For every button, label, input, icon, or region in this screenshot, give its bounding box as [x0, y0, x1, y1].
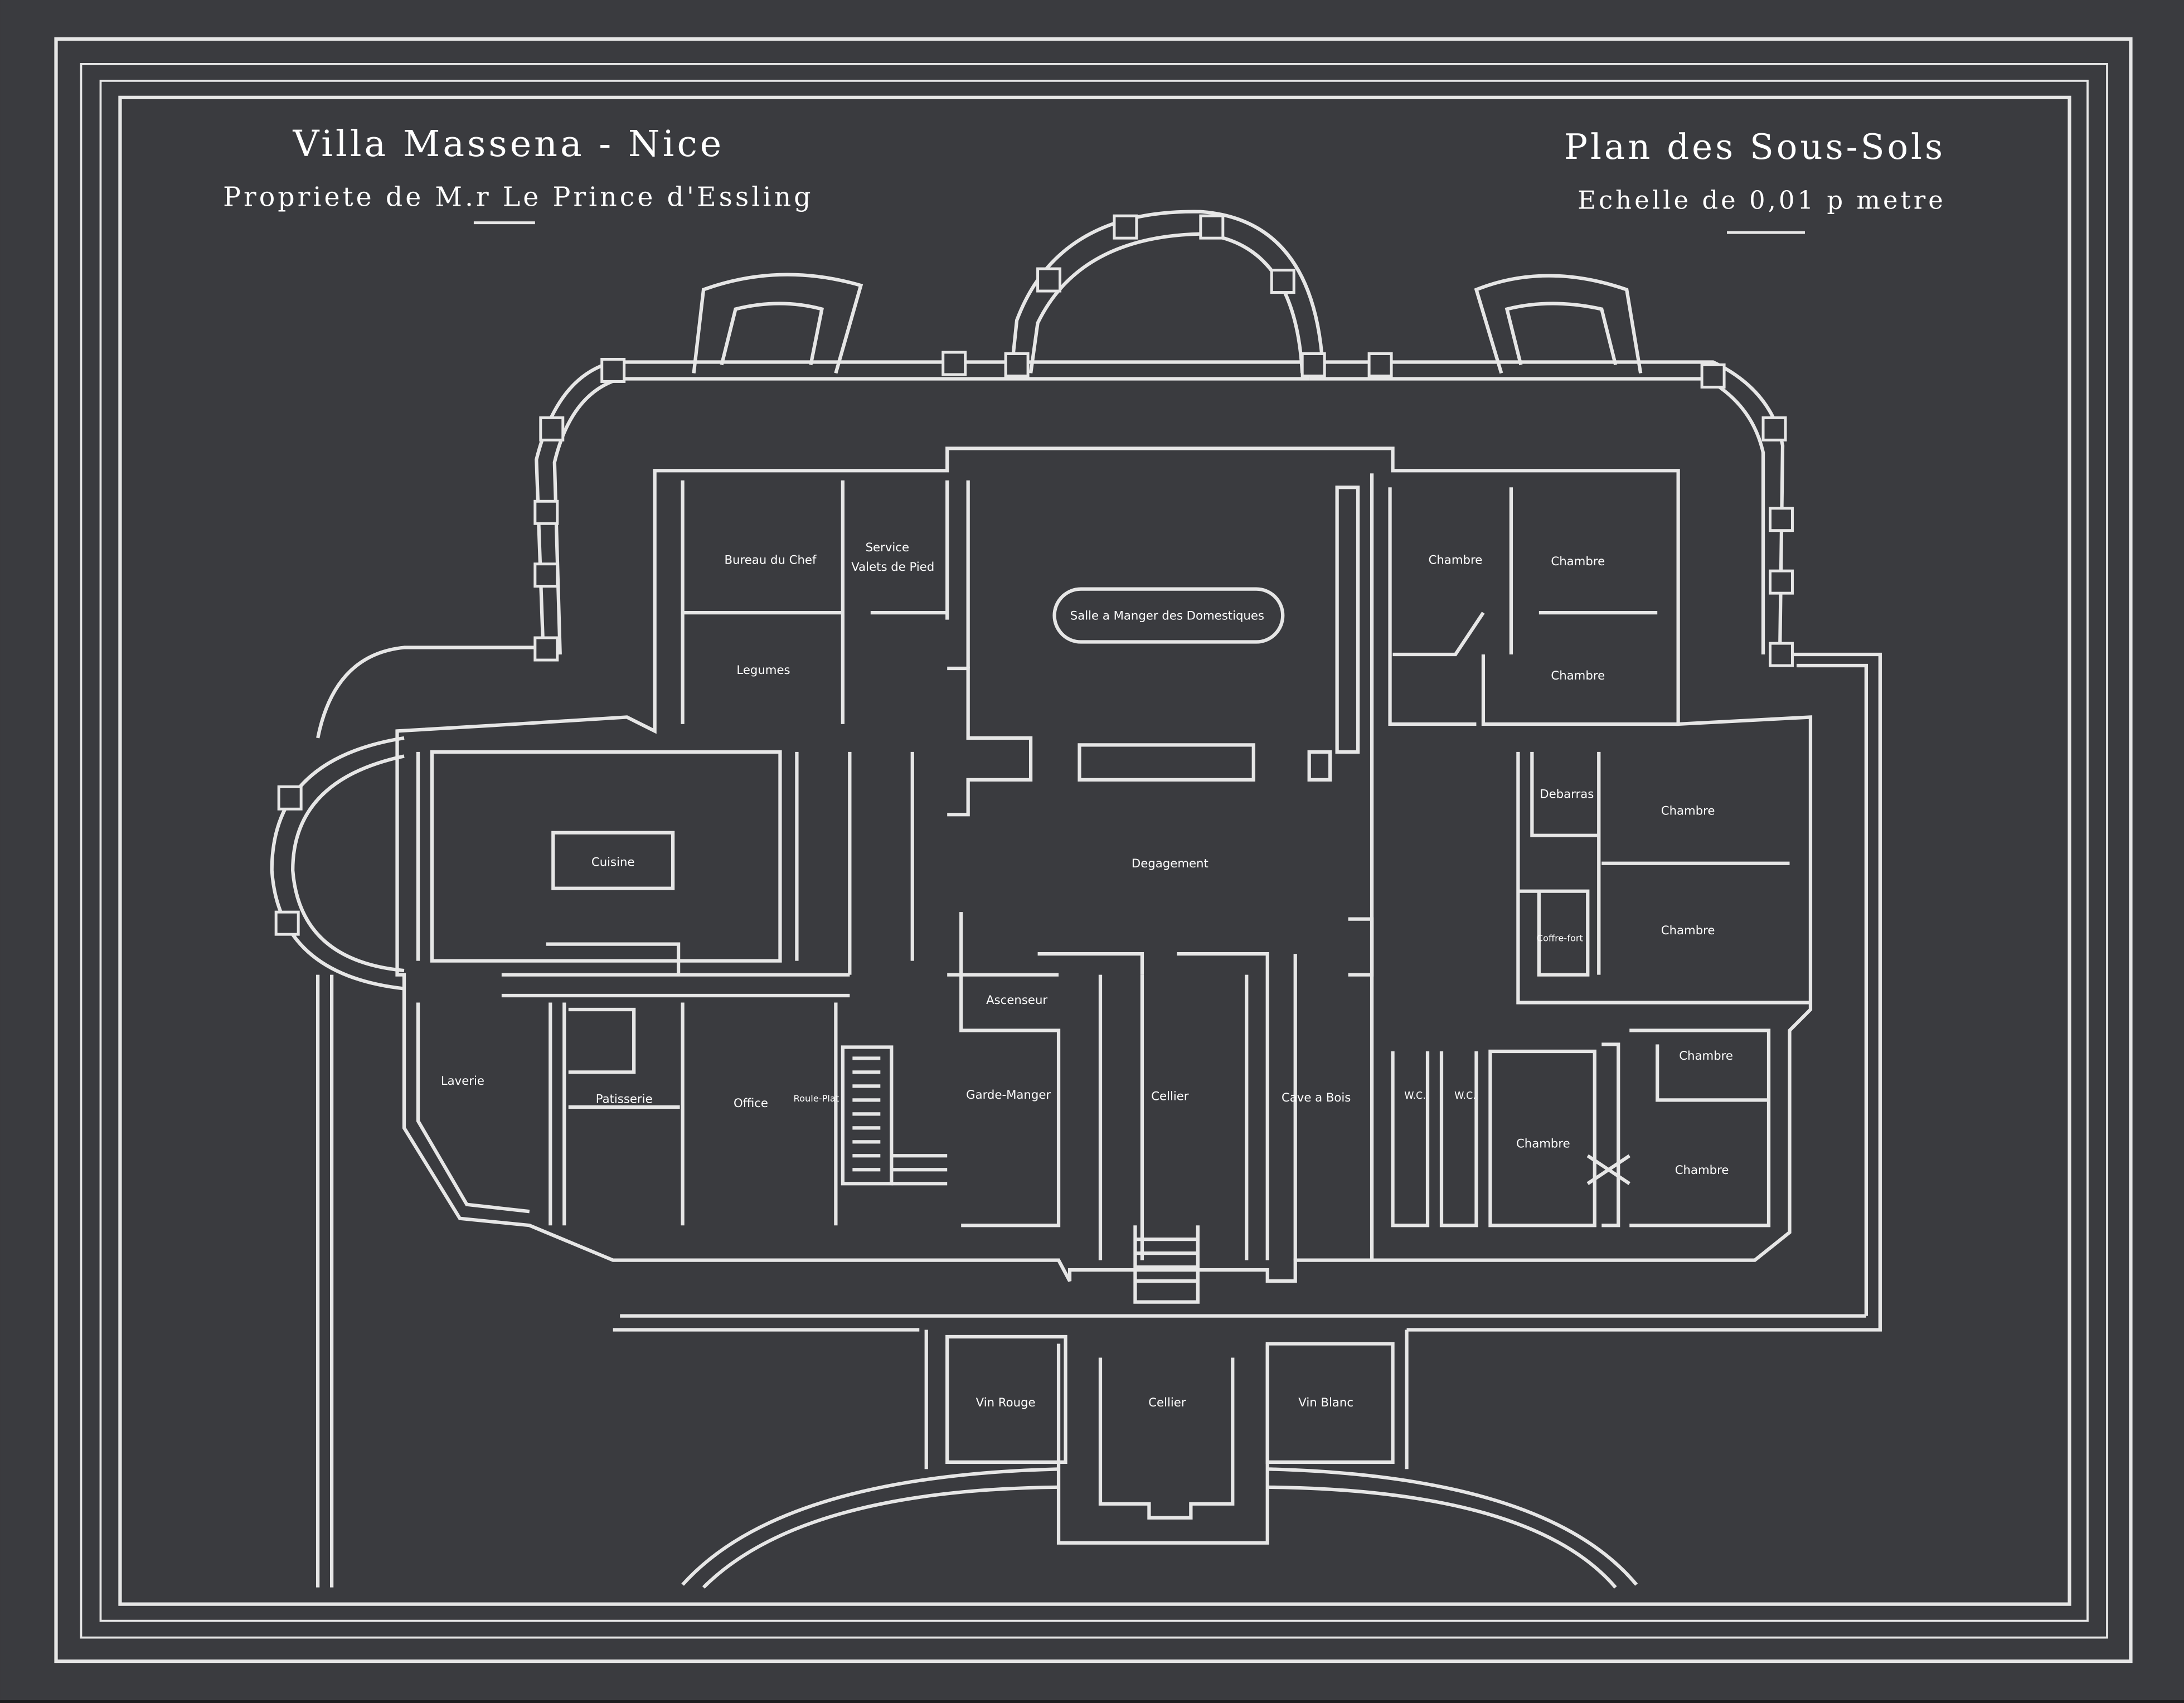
room-chambre-5: Chambre — [1661, 924, 1715, 938]
room-chambre-2: Chambre — [1551, 555, 1605, 569]
room-vin-blanc: Vin Blanc — [1298, 1396, 1353, 1410]
room-chambre-7: Chambre — [1516, 1137, 1570, 1151]
room-cuisine: Cuisine — [591, 856, 635, 870]
room-service: Service — [866, 541, 909, 555]
title-villa: Villa Massena - Nice — [292, 123, 724, 165]
room-wc-2: W.C. — [1454, 1090, 1476, 1102]
room-legumes: Legumes — [736, 663, 790, 677]
room-cave-a-bois: Cave a Bois — [1282, 1091, 1351, 1105]
room-degagement: Degagement — [1132, 857, 1209, 871]
room-vin-rouge: Vin Rouge — [976, 1396, 1036, 1410]
room-coffre-fort: Coffre-fort — [1537, 933, 1583, 944]
room-debarras: Debarras — [1540, 787, 1594, 801]
room-cellier-lower: Cellier — [1148, 1396, 1186, 1410]
room-patisserie: Patisserie — [596, 1092, 653, 1106]
room-chambre-8: Chambre — [1675, 1163, 1729, 1177]
room-bureau-du-chef: Bureau du Chef — [724, 554, 816, 567]
room-chambre-3: Chambre — [1551, 669, 1605, 683]
room-laverie: Laverie — [441, 1074, 484, 1088]
room-wc-1: W.C. — [1404, 1090, 1426, 1102]
room-office: Office — [734, 1096, 768, 1110]
room-roule-plat: Roule-Plat — [794, 1093, 839, 1104]
room-chambre-1: Chambre — [1429, 554, 1483, 567]
title-owner: Propriete de M.r Le Prince d'Essling — [223, 182, 813, 213]
room-cellier: Cellier — [1151, 1089, 1189, 1103]
room-chambre-6: Chambre — [1679, 1049, 1733, 1063]
room-ascenseur: Ascenseur — [986, 993, 1047, 1007]
title-scale: Echelle de 0,01 p metre — [1578, 186, 1946, 215]
room-chambre-4: Chambre — [1661, 804, 1715, 818]
room-salle-a-manger: Salle a Manger des Domestiques — [1070, 609, 1264, 623]
room-valets-de-pied: Valets de Pied — [851, 560, 934, 574]
room-garde-manger: Garde-Manger — [966, 1088, 1051, 1102]
title-plan: Plan des Sous-Sols — [1564, 127, 1945, 167]
